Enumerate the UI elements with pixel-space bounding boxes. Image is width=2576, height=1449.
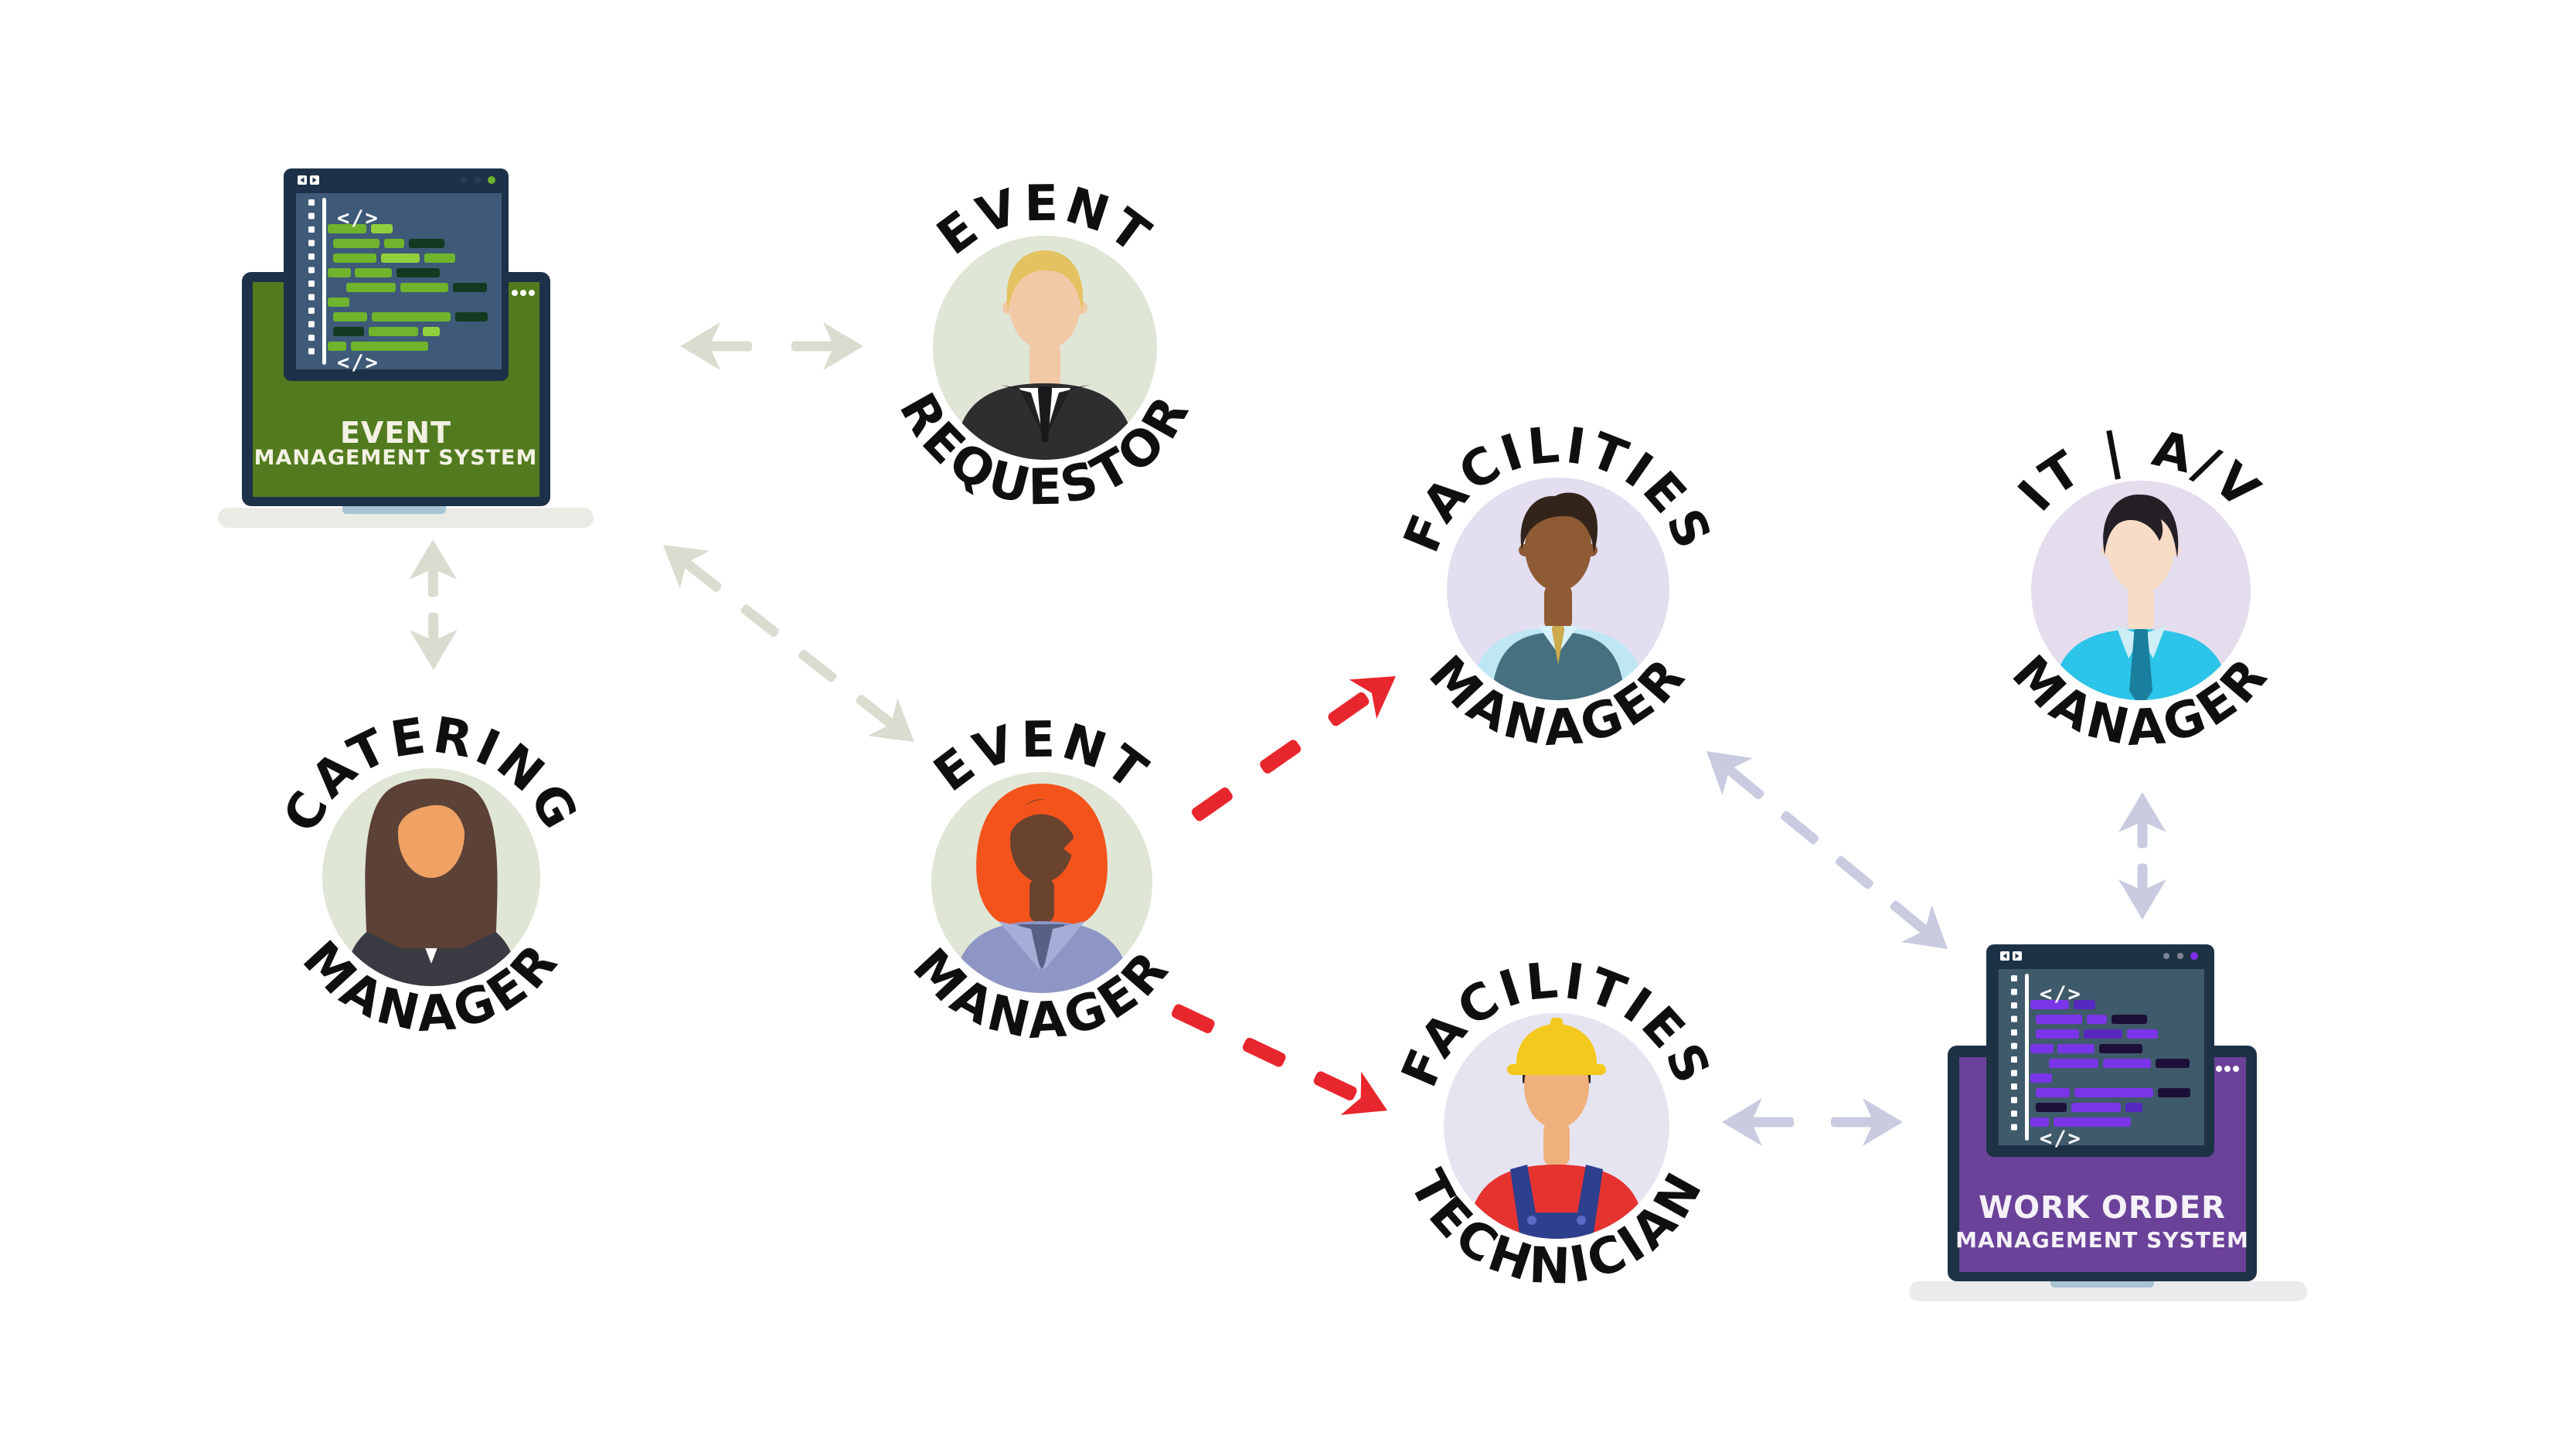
window-dots-icon xyxy=(461,176,495,184)
connector-arrows xyxy=(409,322,2166,1146)
code-window-decoration xyxy=(2000,951,2198,1141)
code-editor-window: </> </> xyxy=(284,168,509,381)
code-window-body xyxy=(296,193,502,369)
work-order-management-system-laptop: WORK ORDER MANAGEMENT SYSTEM </> </> xyxy=(1909,944,2307,1301)
laptop-base xyxy=(218,508,594,528)
event-requestor-avatar xyxy=(955,250,1135,460)
laptop-base xyxy=(1909,1281,2307,1301)
facilities-technician-avatar xyxy=(1468,1018,1645,1239)
role-facilities-technician: FACILITIES TECHNICIAN xyxy=(1391,952,1718,1296)
wo-title-line1: WORK ORDER xyxy=(1979,1190,2226,1226)
arrow-event_management_system-to-event_manager xyxy=(663,545,915,742)
blond-hair xyxy=(1006,250,1084,314)
arrow-it_av_manager-to-work_order_management_system xyxy=(2118,792,2166,920)
arrow-facilities_manager-to-work_order_management_system xyxy=(1707,751,1948,949)
dark-hair xyxy=(1520,492,1598,553)
screen-menu-dots-icon xyxy=(512,290,535,296)
code-icon: </> xyxy=(337,206,379,230)
hair-fringe xyxy=(397,787,465,831)
arrow-event_management_system-to-event_requestor xyxy=(680,322,863,370)
event-manager-avatar xyxy=(954,784,1130,993)
black-hair xyxy=(2103,494,2179,558)
role-it-av-manager: IT | A/V MANAGER xyxy=(2001,420,2277,757)
arrow-facilities_technician-to-work_order_management_system xyxy=(1722,1098,1903,1146)
facilities-manager-avatar xyxy=(1472,492,1645,700)
code-window-decoration xyxy=(298,175,495,365)
role-event-manager: EVENT MANAGER xyxy=(902,712,1178,1050)
wo-title-line2: MANAGEMENT SYSTEM xyxy=(1955,1227,2249,1253)
hard-hat xyxy=(1516,1024,1598,1067)
catering-manager-avatar xyxy=(345,778,518,986)
it-av-manager-avatar xyxy=(2053,494,2229,700)
event-management-system-laptop: EVENT MANAGEMENT SYSTEM </> </> xyxy=(218,168,594,528)
ems-title-line1: EVENT xyxy=(340,416,451,450)
arrow-event_management_system-to-catering_manager xyxy=(409,539,458,671)
arrow-event_manager-to-facilities_technician xyxy=(1171,1004,1388,1115)
role-event-requestor: EVENT REQUESTOR xyxy=(888,175,1199,517)
code-icon: </> xyxy=(2040,982,2082,1006)
code-icon: </> xyxy=(2040,1127,2082,1151)
arrow-event_manager-to-facilities_manager xyxy=(1191,675,1396,821)
screen-menu-dots-icon xyxy=(2216,1066,2239,1072)
code-icon: </> xyxy=(337,351,379,375)
code-window-body xyxy=(1999,969,2204,1145)
window-dots-icon xyxy=(2163,952,2198,960)
code-editor-window: </> </> xyxy=(1986,944,2214,1157)
ems-title-line2: MANAGEMENT SYSTEM xyxy=(254,446,538,470)
